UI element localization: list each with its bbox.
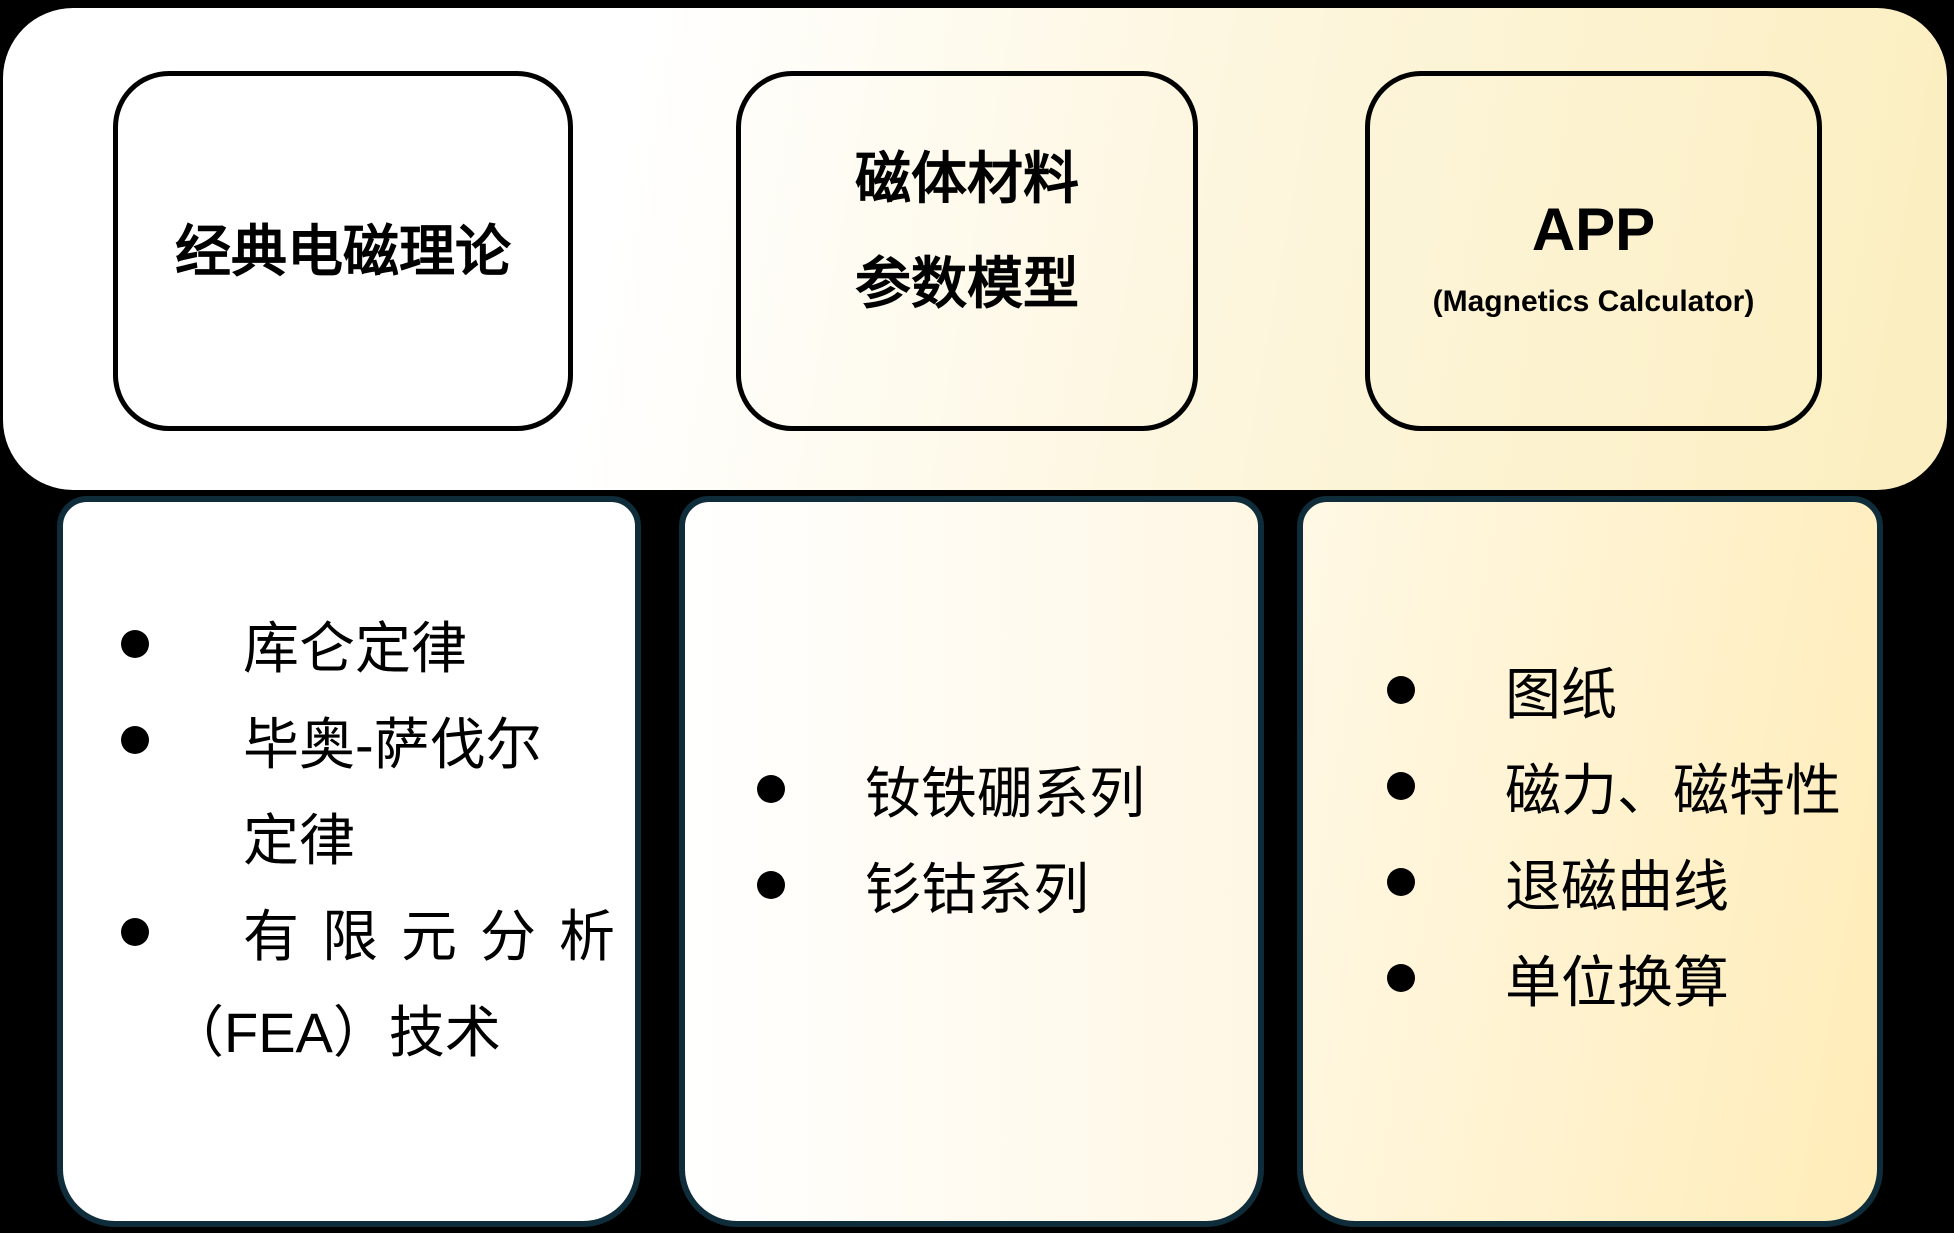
list-item-label: 钐钴系列 <box>865 857 1089 921</box>
list-item-label: 库仑定律 <box>243 616 467 680</box>
list-item-continuation: （FEA）技术 <box>63 980 635 1076</box>
title-app: APP <box>1531 196 1656 263</box>
list-item-label: 有限元分析 <box>243 904 638 968</box>
list-item: 钐钴系列 <box>685 837 1258 933</box>
title-box-app: APP (Magnetics Calculator) <box>1365 71 1822 431</box>
list-item: 库仑定律 <box>63 596 635 692</box>
list-item: 图纸 <box>1303 642 1877 738</box>
list-item-label: 钕铁硼系列 <box>865 761 1145 825</box>
list-item: 有限元分析 <box>63 884 635 980</box>
list-item-label: 退磁曲线 <box>1505 854 1729 918</box>
list-item: 毕奥-萨伐尔 <box>63 692 635 788</box>
list-item-label: 单位换算 <box>1505 950 1729 1014</box>
list-item-label: 毕奥-萨伐尔 <box>243 712 542 776</box>
bullet-icon <box>121 918 149 946</box>
classical-theory-list: 库仑定律 毕奥-萨伐尔 定律 有限元分析 （FEA）技术 <box>63 502 635 1076</box>
list-item: 单位换算 <box>1303 930 1877 1026</box>
bullet-icon <box>757 775 785 803</box>
panel-app-features: 图纸 磁力、磁特性 退磁曲线 单位换算 <box>1297 496 1883 1227</box>
bullet-icon <box>1387 964 1415 992</box>
list-item: 退磁曲线 <box>1303 834 1877 930</box>
header-container <box>3 8 1947 490</box>
bullet-icon <box>757 871 785 899</box>
list-item-label: 磁力、磁特性 <box>1505 758 1841 822</box>
magnet-materials-list: 钕铁硼系列 钐钴系列 <box>685 502 1258 933</box>
list-item: 钕铁硼系列 <box>685 741 1258 837</box>
title-magnet-material-line2: 参数模型 <box>855 252 1079 315</box>
title-magnet-material-line1: 磁体材料 <box>855 147 1079 210</box>
bullet-icon <box>121 630 149 658</box>
subtitle-magnetics-calculator: (Magnetics Calculator) <box>1432 285 1755 318</box>
panel-magnet-materials: 钕铁硼系列 钐钴系列 <box>679 496 1264 1227</box>
title-classical-theory: 经典电磁理论 <box>175 219 511 283</box>
app-features-list: 图纸 磁力、磁特性 退磁曲线 单位换算 <box>1303 502 1877 1026</box>
list-item-continuation: 定律 <box>63 788 635 884</box>
bullet-icon <box>121 726 149 754</box>
panel-classical-theory: 库仑定律 毕奥-萨伐尔 定律 有限元分析 （FEA）技术 <box>57 496 641 1227</box>
list-item-label: （FEA）技术 <box>168 1000 501 1064</box>
list-item-label: 定律 <box>243 808 355 872</box>
bullet-icon <box>1387 868 1415 896</box>
list-item: 磁力、磁特性 <box>1303 738 1877 834</box>
list-item-label: 图纸 <box>1505 662 1617 726</box>
title-box-magnet-material-model: 磁体材料 参数模型 <box>736 71 1198 431</box>
bullet-icon <box>1387 676 1415 704</box>
bullet-icon <box>1387 772 1415 800</box>
title-box-classical-theory: 经典电磁理论 <box>113 71 573 431</box>
